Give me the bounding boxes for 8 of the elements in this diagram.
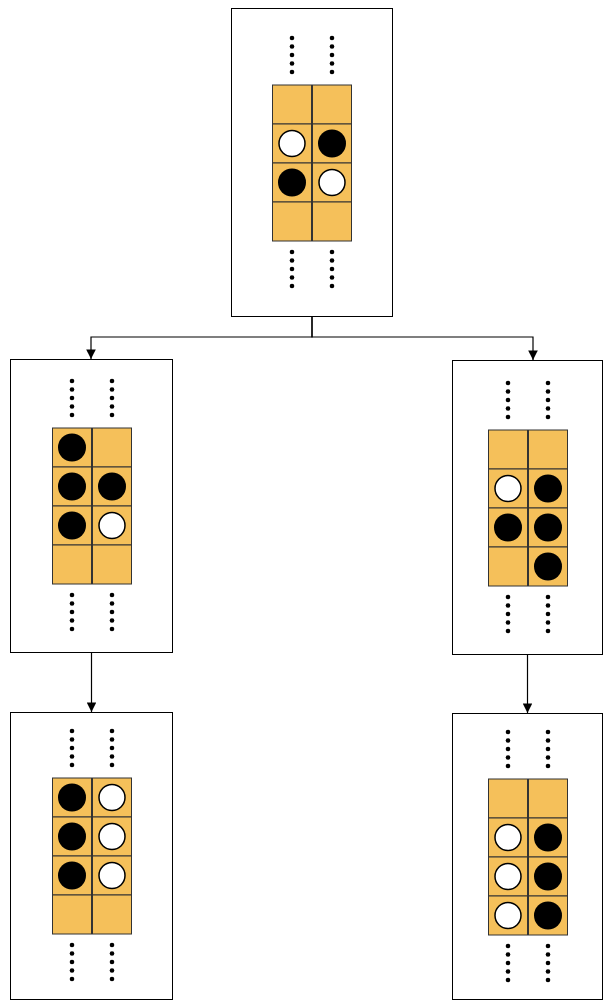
board-panel — [452, 713, 603, 1000]
board-panel — [452, 360, 603, 655]
arrow — [311, 316, 538, 361]
board-panel — [231, 8, 393, 317]
arrow — [522, 654, 533, 714]
board-panel — [10, 359, 173, 653]
board-panel — [10, 712, 173, 1000]
arrow — [86, 652, 97, 713]
